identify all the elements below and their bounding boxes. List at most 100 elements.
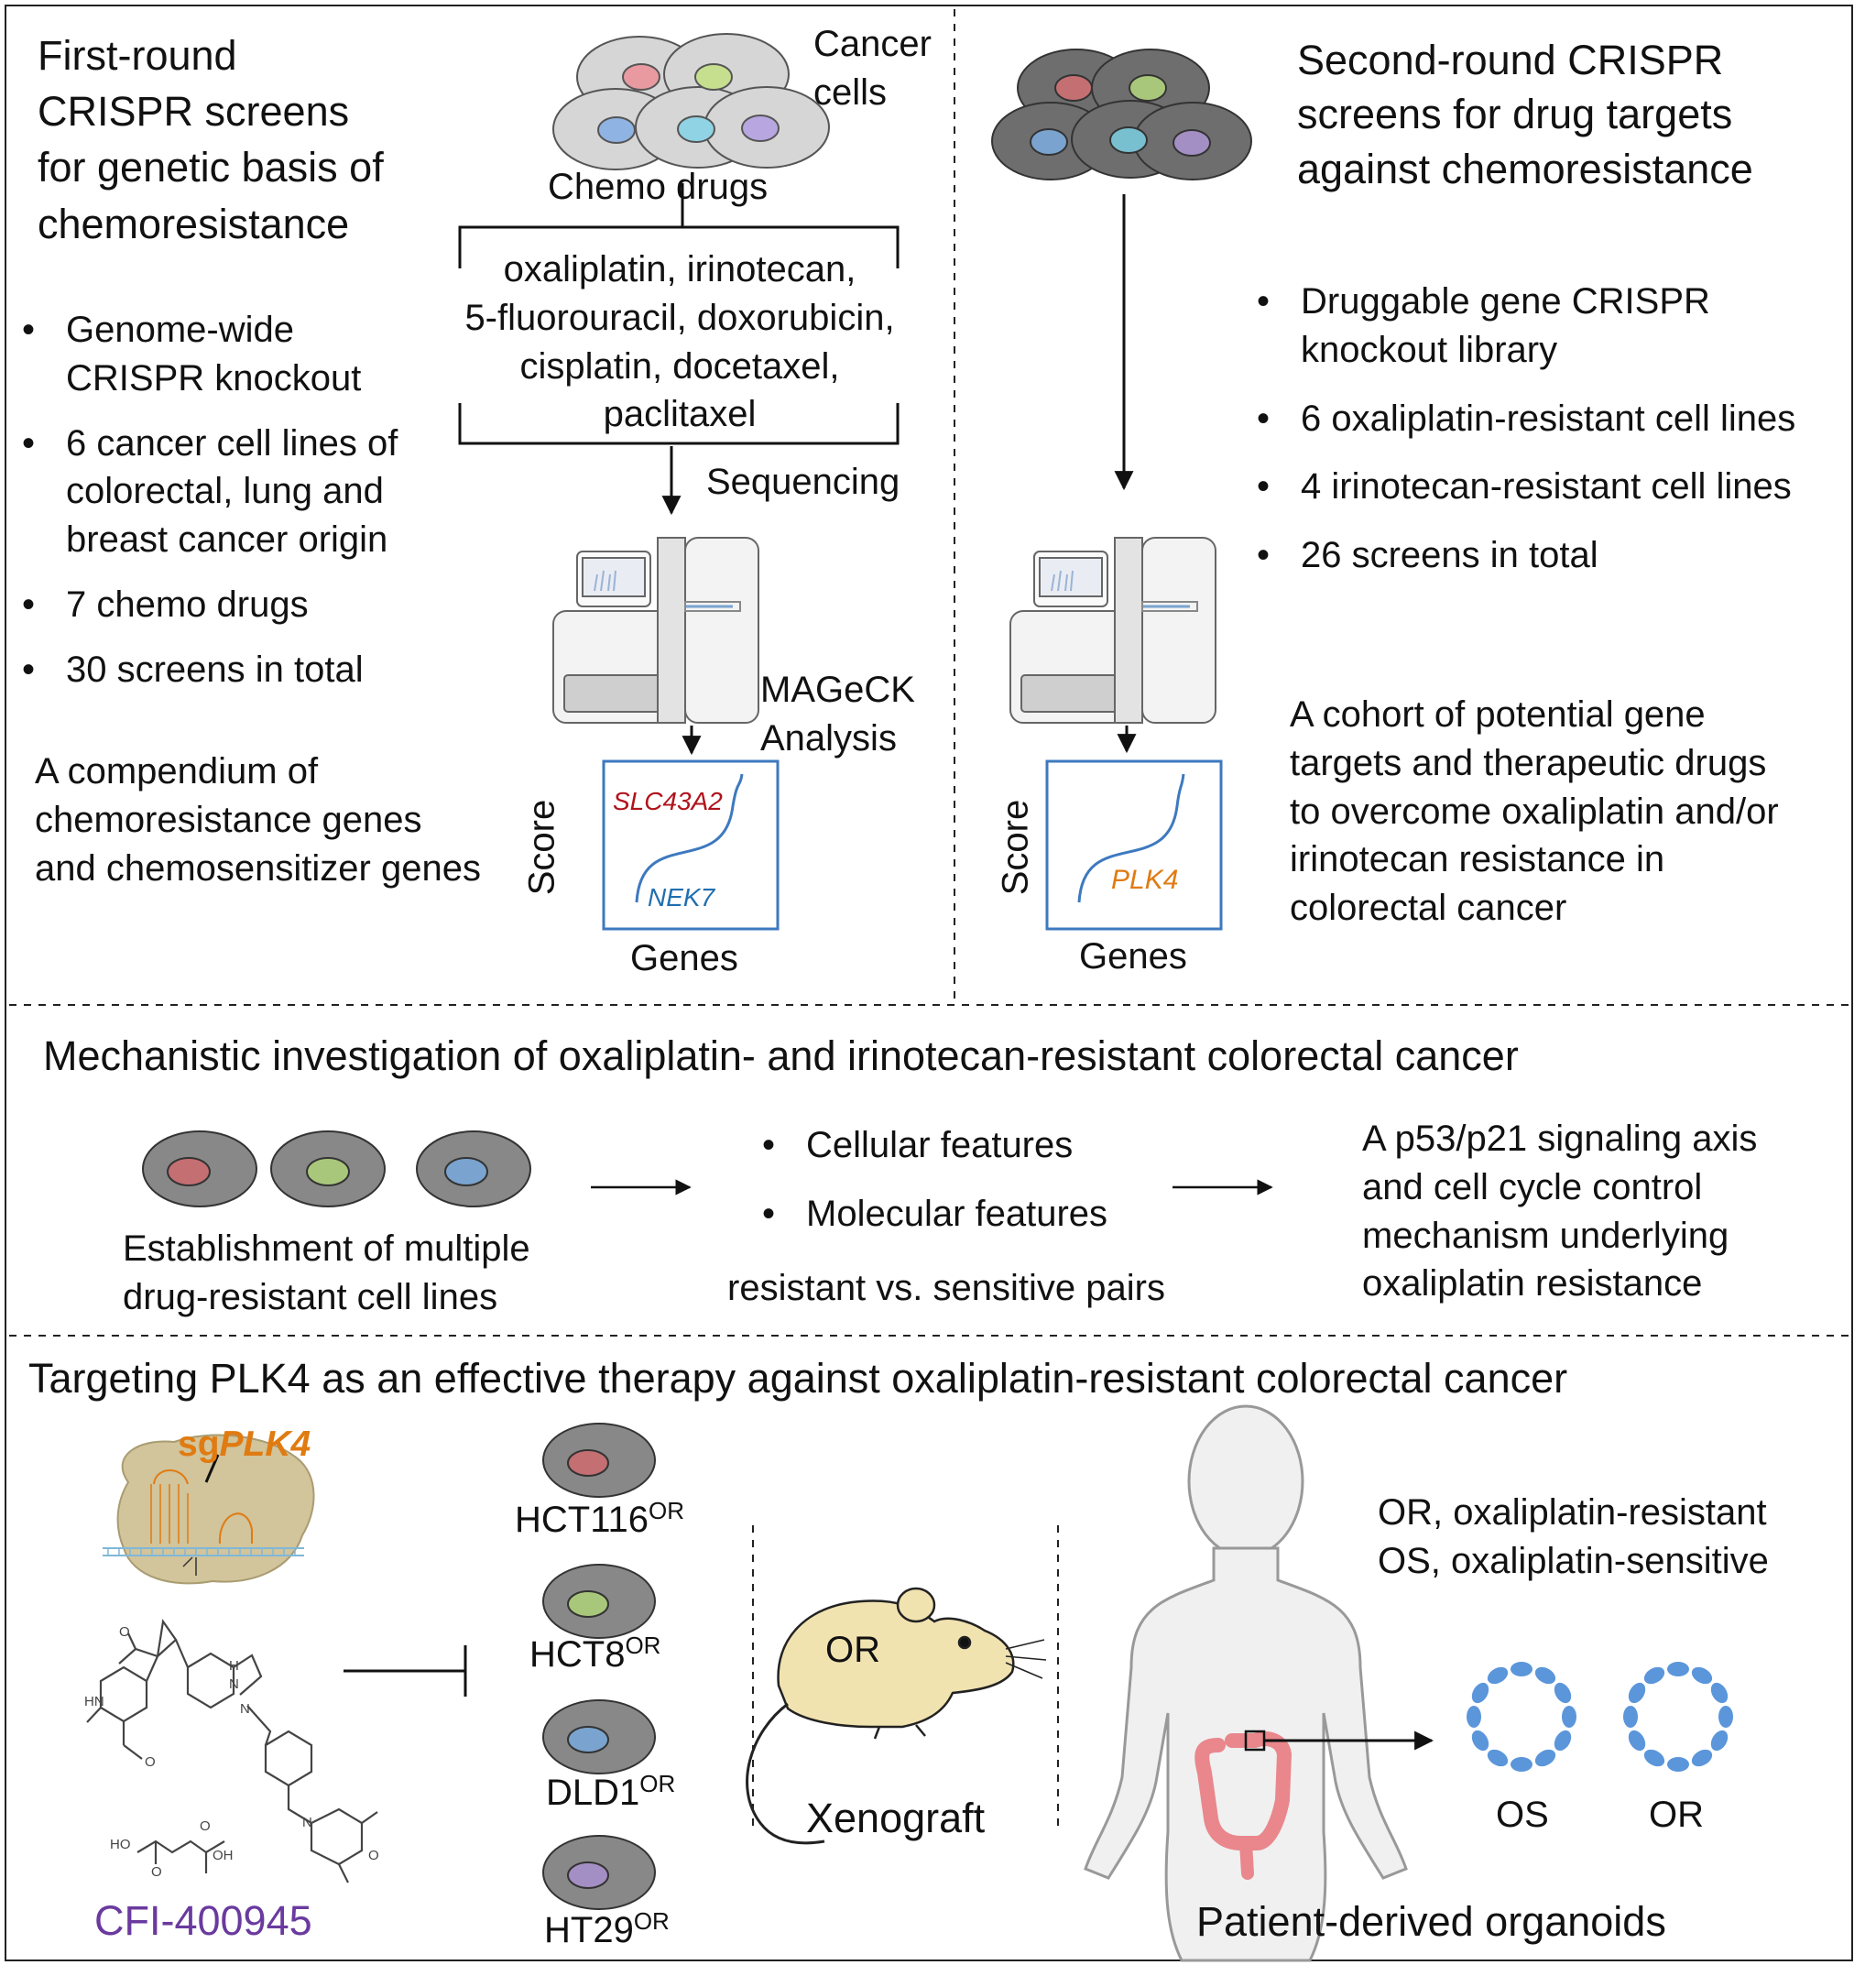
cell-line-hct8: HCT8OR — [529, 1632, 661, 1675]
sgrna-cas9-graphic — [103, 1434, 315, 1585]
svg-text:HO: HO — [110, 1837, 131, 1852]
human-body-outline — [1084, 1404, 1408, 1962]
cell-line-hct116: HCT116OR — [515, 1497, 684, 1540]
organoid-cell — [1487, 1749, 1509, 1767]
organoid-cell — [1554, 1682, 1572, 1704]
organoid-cell — [1628, 1682, 1646, 1704]
cfi-400945-structure — [86, 1619, 378, 1883]
gene-label-plk4: PLK4 — [1111, 865, 1179, 895]
mouse-or-label: OR — [825, 1630, 880, 1670]
plot2-xlabel: Genes — [1079, 936, 1187, 977]
organoid-cell — [1534, 1666, 1556, 1685]
cancer-cells-cluster-dark — [991, 49, 1252, 180]
bullet-screens-total-2: 26 screens in total — [1257, 531, 1843, 580]
organoid-cell — [1471, 1682, 1489, 1704]
organoid-cell — [1718, 1706, 1733, 1728]
organoid-cell — [1691, 1666, 1713, 1685]
panel4-title: Targeting PLK4 as an effective therapy a… — [28, 1355, 1568, 1402]
organoid-cell — [1710, 1730, 1729, 1752]
sequencer-machine-2 — [1009, 537, 1216, 724]
organoid-cell — [1471, 1730, 1489, 1752]
cancer-cells-cluster-light — [552, 33, 830, 170]
cfi-400945-label: CFI-400945 — [94, 1897, 312, 1944]
or-cell-lines — [542, 1423, 656, 1910]
svg-text:H: H — [229, 1658, 239, 1674]
bullet-screens-total: 30 screens in total — [22, 646, 443, 694]
score-plot-2-frame — [1045, 759, 1223, 931]
svg-text:N: N — [302, 1815, 312, 1830]
sgplk4-label: sgPLK4 — [178, 1425, 311, 1464]
svg-text:OH: OH — [213, 1848, 234, 1863]
organoid-cell — [1487, 1666, 1509, 1685]
score-curve-1 — [635, 773, 744, 903]
svg-text:HN: HN — [84, 1694, 104, 1709]
resistant-sensitive-pairs: resistant vs. sensitive pairs — [727, 1268, 1165, 1308]
chemo-drugs-label: Chemo drugs — [548, 167, 769, 207]
resistant-cells-row — [142, 1130, 531, 1207]
organoid-cell — [1667, 1662, 1689, 1676]
organoid-cell — [1511, 1757, 1532, 1772]
organoid-cell — [1710, 1682, 1729, 1704]
svg-text:O: O — [151, 1864, 162, 1880]
xenograft-mouse — [746, 1587, 1047, 1845]
panel3-title: Mechanistic investigation of oxaliplatin… — [43, 1032, 1519, 1079]
organoid-cell — [1667, 1757, 1689, 1772]
score-plot-1-frame — [602, 759, 780, 931]
gene-label-slc43a2: SLC43A2 — [613, 787, 723, 815]
organoid-cell — [1643, 1666, 1665, 1685]
score-curve-2 — [1077, 773, 1185, 903]
patient-derived-organoids-label: Patient-derived organoids — [1196, 1898, 1666, 1945]
outer-border — [5, 5, 1853, 1961]
cell-line-dld1: DLD1OR — [546, 1770, 676, 1813]
bullet-irinotecan-lines: 4 irinotecan-resistant cell lines — [1257, 463, 1843, 511]
organoid-cell — [1534, 1749, 1556, 1767]
organoid-cell — [1691, 1749, 1713, 1767]
sequencing-label: Sequencing — [706, 462, 900, 502]
plot1-ylabel: Score — [521, 799, 562, 896]
organoid-cell — [1554, 1730, 1572, 1752]
organoid-cell — [1467, 1706, 1481, 1728]
gene-label-nek7: NEK7 — [648, 883, 715, 912]
organoid-or-label: OR — [1649, 1795, 1704, 1835]
organoid-os — [1467, 1662, 1576, 1772]
bullet-cellular-features: Cellular features — [762, 1121, 1183, 1170]
organoid-os-label: OS — [1496, 1795, 1549, 1835]
svg-text:N: N — [229, 1676, 239, 1692]
svg-text:O: O — [368, 1848, 379, 1863]
xenograft-label: Xenograft — [806, 1795, 986, 1841]
organoid-cell — [1643, 1749, 1665, 1767]
plot2-ylabel: Score — [995, 799, 1036, 896]
chem-atom-labels: O HN O N H N N O HO O OH O — [84, 1624, 379, 1880]
svg-text:N: N — [240, 1701, 250, 1717]
organoid-or — [1623, 1662, 1733, 1772]
organoid-cell — [1562, 1706, 1576, 1728]
drug-list: oxaliplatin, irinotecan,5-fluorouracil, … — [464, 249, 895, 435]
plot1-xlabel: Genes — [630, 938, 738, 978]
bullet-chemo-drugs: 7 chemo drugs — [22, 581, 443, 629]
colon-organ — [1194, 1731, 1292, 1880]
bullet-molecular-features: Molecular features — [762, 1190, 1183, 1239]
svg-text:O: O — [200, 1818, 211, 1834]
panel3-bullets: Cellular features Molecular features — [762, 1121, 1183, 1239]
organoid-cell — [1623, 1706, 1638, 1728]
cell-line-ht29: HT29OR — [544, 1907, 670, 1950]
organoid-cell — [1628, 1730, 1646, 1752]
sequencer-machine-1 — [552, 537, 759, 724]
organoid-cell — [1511, 1662, 1532, 1676]
bullet-oxaliplatin-lines: 6 oxaliplatin-resistant cell lines — [1257, 395, 1843, 443]
